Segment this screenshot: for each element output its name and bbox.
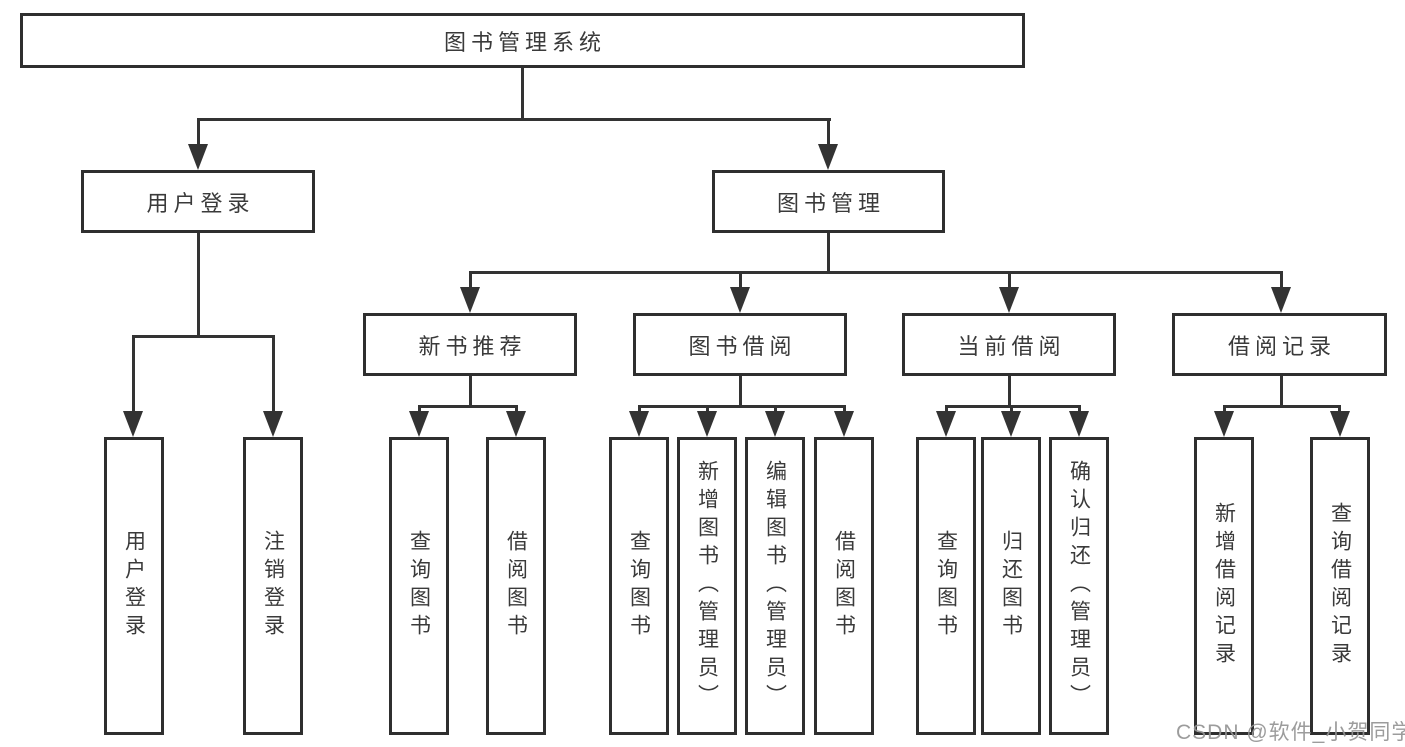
connector-line <box>706 405 709 414</box>
connector-line <box>739 271 742 289</box>
connector-line <box>1223 405 1226 414</box>
arrow-down-icon <box>409 411 429 437</box>
leaf-logout-login: 注销登录 <box>243 437 303 735</box>
leaf-query-books-recommend: 查询图书 <box>389 437 449 735</box>
connector-line <box>132 335 275 338</box>
leaf-query-books-current: 查询图书 <box>916 437 976 735</box>
connector-line <box>469 271 1283 274</box>
arrow-down-icon <box>188 144 208 170</box>
connector-line <box>1078 405 1081 414</box>
arrow-down-icon <box>460 287 480 313</box>
arrow-down-icon <box>999 287 1019 313</box>
node-new-book-recommend: 新书推荐 <box>363 313 577 376</box>
connector-line <box>945 405 948 414</box>
connector-line <box>827 118 830 148</box>
arrow-down-icon <box>1069 411 1089 437</box>
connector-line <box>774 405 777 414</box>
connector-line <box>469 271 472 289</box>
connector-line <box>1008 376 1011 407</box>
connector-line <box>197 118 200 148</box>
connector-line <box>843 405 846 414</box>
arrow-down-icon <box>629 411 649 437</box>
leaf-borrow-books-recommend: 借阅图书 <box>486 437 546 735</box>
arrow-down-icon <box>506 411 526 437</box>
connector-line <box>521 68 524 120</box>
leaf-confirm-return-admin: 确认归还（管理员） <box>1049 437 1109 735</box>
leaf-add-books-admin: 新增图书（管理员） <box>677 437 737 735</box>
arrow-down-icon <box>730 287 750 313</box>
arrow-down-icon <box>263 411 283 437</box>
connector-line <box>272 335 275 413</box>
connector-line <box>197 118 831 121</box>
leaf-return-books: 归还图书 <box>981 437 1041 735</box>
arrow-down-icon <box>936 411 956 437</box>
node-book-management: 图书管理 <box>712 170 945 233</box>
arrow-down-icon <box>1001 411 1021 437</box>
leaf-query-borrow-record: 查询借阅记录 <box>1310 437 1370 735</box>
csdn-watermark: CSDN @软件_小贺同学 <box>1176 721 1405 744</box>
arrow-down-icon <box>123 411 143 437</box>
node-user-login: 用户登录 <box>81 170 315 233</box>
arrow-down-icon <box>765 411 785 437</box>
connector-line <box>739 376 742 407</box>
node-book-borrow: 图书借阅 <box>633 313 847 376</box>
connector-line <box>638 405 641 414</box>
connector-line <box>638 405 846 408</box>
connector-line <box>945 405 1081 408</box>
arrow-down-icon <box>834 411 854 437</box>
arrow-down-icon <box>818 144 838 170</box>
connector-line <box>1223 405 1341 408</box>
leaf-query-books-borrow: 查询图书 <box>609 437 669 735</box>
connector-line <box>1008 271 1011 289</box>
connector-line <box>418 405 421 414</box>
node-borrow-records: 借阅记录 <box>1172 313 1387 376</box>
leaf-borrow-books-borrow: 借阅图书 <box>814 437 874 735</box>
connector-line <box>469 376 472 407</box>
node-current-borrow: 当前借阅 <box>902 313 1116 376</box>
connector-line <box>827 233 830 271</box>
leaf-edit-books-admin: 编辑图书（管理员） <box>745 437 805 735</box>
leaf-user-login: 用户登录 <box>104 437 164 735</box>
connector-line <box>132 335 135 413</box>
leaf-add-borrow-record: 新增借阅记录 <box>1194 437 1254 735</box>
connector-line <box>197 233 200 335</box>
connector-line <box>418 405 518 408</box>
connector-line <box>1280 376 1283 407</box>
arrow-down-icon <box>1214 411 1234 437</box>
connector-line <box>1338 405 1341 414</box>
connector-line <box>515 405 518 414</box>
node-library-management-system: 图书管理系统 <box>20 13 1025 68</box>
connector-line <box>1280 271 1283 289</box>
arrow-down-icon <box>1271 287 1291 313</box>
connector-line <box>1010 405 1013 414</box>
arrow-down-icon <box>697 411 717 437</box>
arrow-down-icon <box>1330 411 1350 437</box>
